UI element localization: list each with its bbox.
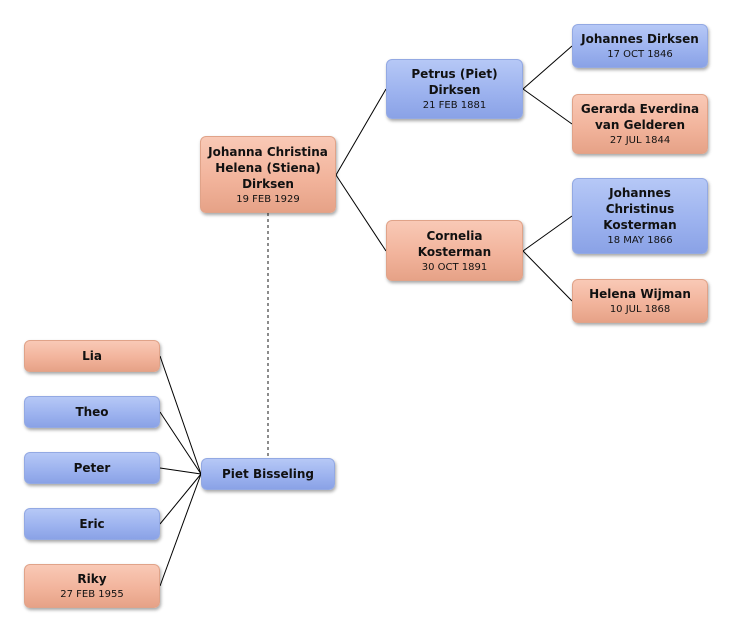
person-date: 19 FEB 1929 [236, 193, 300, 205]
person-date: 30 OCT 1891 [421, 261, 488, 273]
link-child-peter [159, 467, 202, 475]
person-name: Theo [75, 405, 109, 419]
person-name: Riky [77, 572, 107, 586]
link-petrus-johannes-dirksen [522, 45, 573, 90]
person-peter[interactable]: Peter [24, 452, 160, 484]
person-name: Johannes Christinus Kosterman [603, 186, 677, 232]
person-date: 21 FEB 1881 [422, 100, 487, 111]
person-date: 27 FEB 1955 [60, 589, 124, 600]
person-name: Johannes Dirksen [581, 32, 699, 46]
link-child-lia [159, 355, 202, 475]
person-date: 17 OCT 1846 [607, 49, 673, 60]
person-name: Gerarda Everdina van Gelderen [580, 102, 700, 132]
person-date: 18 MAY 1866 [607, 235, 673, 246]
person-date: 27 JUL 1844 [609, 135, 671, 146]
person-name: Cornelia Kosterman [417, 228, 492, 259]
link-stiena-petrus [335, 88, 387, 176]
person-eric[interactable]: Eric [24, 508, 160, 540]
person-name: Petrus (Piet) Dirksen [411, 67, 498, 97]
person-name: Helena Wijman [589, 287, 691, 301]
link-child-riky [159, 473, 202, 587]
link-stiena-cornelia [335, 174, 387, 252]
link-petrus-gerarda [522, 88, 573, 125]
person-cornelia-kosterman[interactable]: Cornelia Kosterman 30 OCT 1891 [386, 220, 523, 281]
person-helena-wijman[interactable]: Helena Wijman 10 JUL 1868 [572, 279, 708, 323]
link-child-eric [159, 473, 202, 525]
person-name: Johanna Christina Helena (Stiena) Dirkse… [208, 144, 328, 191]
person-petrus-dirksen[interactable]: Petrus (Piet) Dirksen 21 FEB 1881 [386, 59, 523, 119]
person-johanna-stiena-dirksen[interactable]: Johanna Christina Helena (Stiena) Dirkse… [200, 136, 336, 213]
person-johannes-kosterman[interactable]: Johannes Christinus Kosterman 18 MAY 186… [572, 178, 708, 254]
person-riky[interactable]: Riky 27 FEB 1955 [24, 564, 160, 608]
person-name: Lia [82, 349, 102, 363]
person-name: Peter [73, 461, 111, 475]
link-cornelia-helena [522, 250, 573, 302]
person-theo[interactable]: Theo [24, 396, 160, 428]
person-name: Eric [79, 517, 105, 531]
person-name: Piet Bisseling [221, 467, 314, 481]
person-gerarda-van-gelderen[interactable]: Gerarda Everdina van Gelderen 27 JUL 184… [572, 94, 708, 154]
link-child-theo [159, 411, 202, 475]
person-date: 10 JUL 1868 [609, 304, 671, 315]
link-cornelia-johannes-kosterman [522, 215, 573, 252]
person-lia[interactable]: Lia [24, 340, 160, 372]
person-piet-bisseling[interactable]: Piet Bisseling [201, 458, 335, 490]
person-johannes-dirksen[interactable]: Johannes Dirksen 17 OCT 1846 [572, 24, 708, 68]
